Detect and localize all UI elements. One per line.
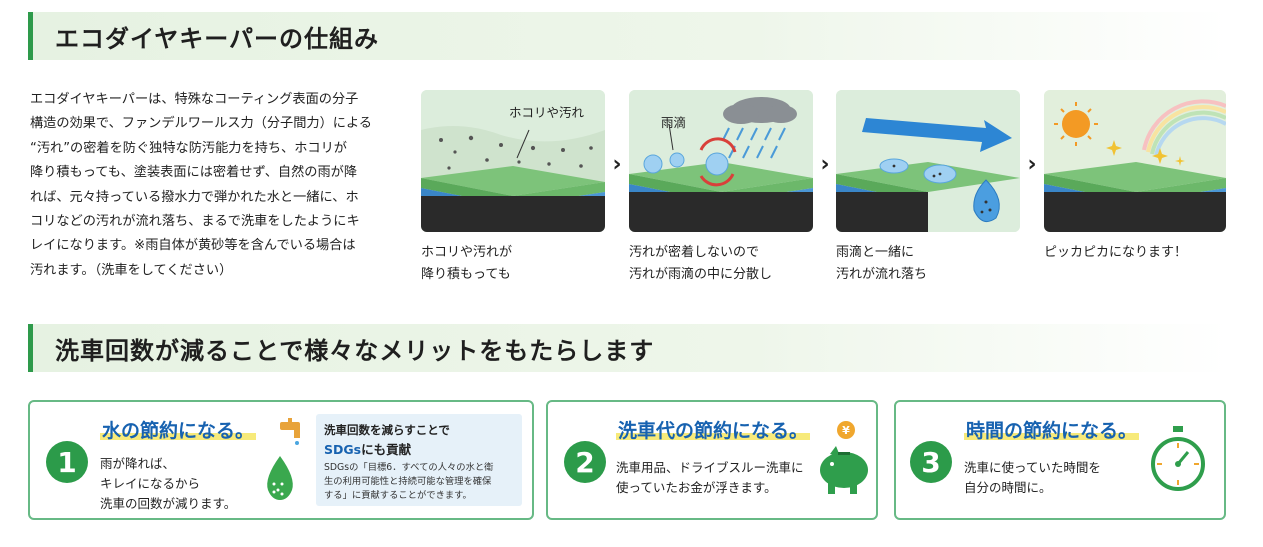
merit-card-time: 3 時間の節約になる。 洗車に使っていた時間を 自分の時間に。	[894, 400, 1226, 520]
sdgs-subheading: SDGsにも貢献	[324, 439, 514, 458]
merit-title-text: 水の節約になる。	[100, 420, 257, 442]
section-title: 洗車回数が減ることで様々なメリットをもたらします	[55, 336, 655, 365]
intro-line: “汚れ”の密着を防ぐ独特な防汚能力を持ち、ホコリが	[30, 140, 347, 156]
merit-title: 水の節約になる。	[100, 416, 257, 443]
merit-line: 使っていたお金が浮きます。	[616, 480, 777, 495]
step-illustration	[836, 90, 1020, 232]
stopwatch-icon	[1151, 426, 1205, 491]
caption-line: ホコリや汚れが	[421, 245, 513, 260]
chevron-right-icon: ›	[820, 152, 830, 177]
sdgs-body-line: SDGsの「目標6．すべての人々の水と衛	[324, 462, 494, 473]
merit-card-water: 1 水の節約になる。 雨が降れば、 キレイになるから 洗車の回数が減ります。 洗…	[28, 400, 534, 520]
intro-line: 降り積もっても、塗装表面には密着せず、自然の雨が降	[30, 165, 358, 181]
caption-line: ピッカピカになります！	[1044, 245, 1188, 260]
sdgs-keyword: SDGs	[324, 442, 362, 457]
chevron-right-icon: ›	[1027, 152, 1037, 177]
sdgs-subheading-rest: にも貢献	[361, 442, 412, 457]
water-flow-illustration	[836, 90, 1020, 232]
chevron-right-icon: ›	[612, 152, 622, 177]
intro-paragraph: エコダイヤキーパーは、特殊なコーティング表面の分子 構造の効果で、ファンデルワー…	[30, 88, 402, 283]
merit-description: 雨が降れば、 キレイになるから 洗車の回数が減ります。	[100, 454, 236, 514]
intro-line: 構造の効果で、ファンデルワールス力（分子間力）による	[30, 116, 372, 132]
sunny-rainbow-illustration	[1044, 90, 1226, 232]
faucet-icon	[280, 418, 300, 445]
dusty-coating-illustration	[421, 90, 605, 232]
step-dirt-washes-away: 雨滴と一緒に 汚れが流れ落ち	[836, 90, 1020, 286]
sdgs-body-line: 生の利用可能性と持続可能な管理を確保	[324, 476, 492, 487]
caption-line: 汚れが流れ落ち	[836, 267, 928, 282]
raindrop-label: 雨滴	[661, 115, 687, 130]
sdgs-body-line: する」に貢献することができます。	[324, 490, 472, 501]
merit-line: 洗車に使っていた時間を	[964, 460, 1101, 475]
merit-number-badge: 2	[564, 441, 606, 483]
merit-line: 自分の時間に。	[964, 480, 1052, 495]
section-heading-merits: 洗車回数が減ることで様々なメリットをもたらします	[28, 324, 1228, 372]
intro-line: レイになります。※雨自体が黄砂等を含んでいる場合は	[30, 238, 356, 254]
intro-line: れば、元々持っている撥水力で弾かれた水と一緒に、ホ	[30, 189, 359, 205]
merit-description: 洗車用品、ドライブスルー洗車に 使っていたお金が浮きます。	[616, 458, 804, 498]
step-caption: 雨滴と一緒に 汚れが流れ落ち	[836, 242, 1020, 286]
step-caption: ピッカピカになります！	[1044, 242, 1226, 264]
step-caption: ホコリや汚れが 降り積もっても	[421, 242, 605, 286]
dust-label: ホコリや汚れ	[509, 105, 585, 120]
step-dust-settles: ホコリや汚れ ホコリや汚れが 降り積もっても	[421, 90, 605, 286]
merit-title-text: 洗車代の節約になる。	[616, 420, 811, 442]
merit-number-badge: 3	[910, 441, 952, 483]
section-heading-mechanism: エコダイヤキーパーの仕組み	[28, 12, 1228, 60]
merit-card-cost: 2 洗車代の節約になる。 洗車用品、ドライブスルー洗車に 使っていたお金が浮きま…	[546, 400, 878, 520]
merit-number-badge: 1	[46, 441, 88, 483]
step-illustration: ホコリや汚れ	[421, 90, 605, 232]
merit-line: 洗車の回数が減ります。	[100, 496, 237, 511]
step-sparkling-clean: ピッカピカになります！	[1044, 90, 1226, 264]
merit-line: 洗車用品、ドライブスルー洗車に	[616, 460, 804, 475]
step-illustration: 雨滴	[629, 90, 813, 232]
sdgs-heading: 洗車回数を減らすことで	[324, 423, 450, 437]
merit-title-text: 時間の節約になる。	[964, 420, 1140, 442]
merit-line: キレイになるから	[100, 476, 201, 491]
intro-line: 汚れます。（洗車をしてください）	[30, 262, 233, 278]
caption-line: 雨滴と一緒に	[836, 245, 915, 260]
yen-coin-icon: ¥	[842, 424, 850, 437]
step-dirt-disperses: 雨滴 汚れが密着しないので 汚れが雨滴の中に分散し	[629, 90, 813, 286]
merit-description: 洗車に使っていた時間を 自分の時間に。	[964, 458, 1101, 498]
intro-line: エコダイヤキーパーは、特殊なコーティング表面の分子	[30, 92, 359, 107]
caption-line: 汚れが雨滴の中に分散し	[629, 267, 773, 282]
merit-title: 洗車代の節約になる。	[616, 416, 811, 443]
piggy-bank-icon: ¥	[820, 421, 868, 494]
step-caption: 汚れが密着しないので 汚れが雨滴の中に分散し	[629, 242, 813, 286]
caption-line: 降り積もっても	[421, 267, 511, 282]
caption-line: 汚れが密着しないので	[629, 245, 760, 260]
section-title: エコダイヤキーパーの仕組み	[55, 24, 380, 53]
sdgs-info-box: 洗車回数を減らすことで SDGsにも貢献 SDGsの「目標6．すべての人々の水と…	[316, 414, 522, 506]
merit-title: 時間の節約になる。	[964, 416, 1140, 443]
intro-line: コリなどの汚れが流れ落ち、まるで洗車をしたようにキ	[30, 214, 360, 230]
sdgs-body: SDGsの「目標6．すべての人々の水と衛 生の利用可能性と持続可能な管理を確保 …	[324, 461, 514, 503]
water-drop-icon	[267, 456, 293, 500]
merit-line: 雨が降れば、	[100, 456, 176, 471]
step-illustration	[1044, 90, 1226, 232]
rain-cloud-illustration	[629, 90, 813, 232]
